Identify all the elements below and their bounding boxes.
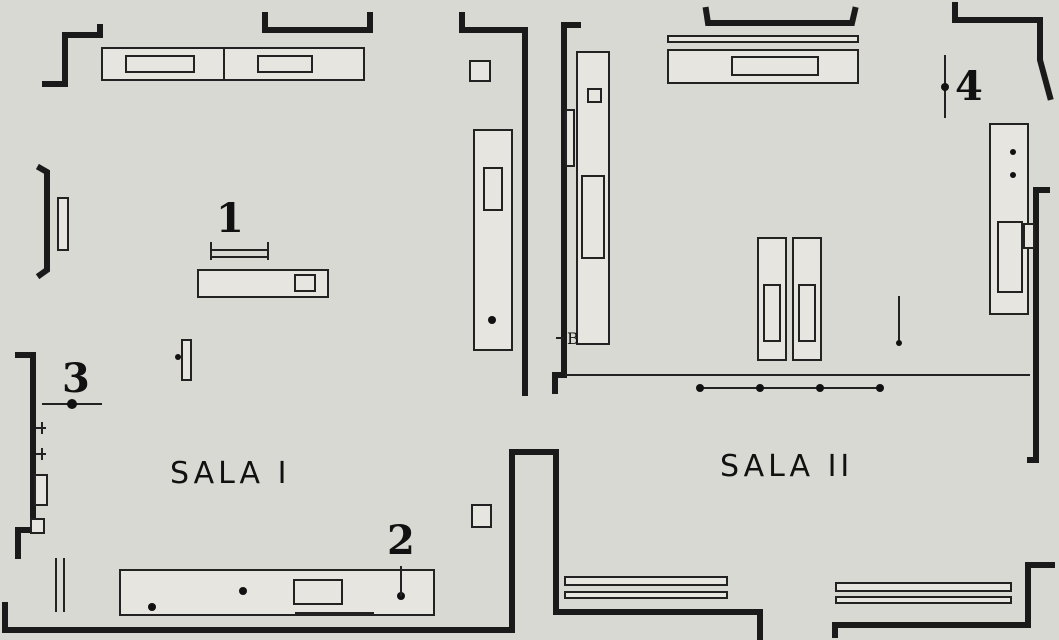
right-vitrine-tab	[1023, 223, 1035, 249]
labels: 1 2 3 4 B SALA I SALA II	[62, 63, 983, 564]
top-ledge	[667, 35, 859, 43]
room-label-sala-1: SALA I	[170, 456, 290, 491]
display-case-bottom	[119, 569, 435, 616]
tall-vitrine-left-inner	[581, 175, 605, 259]
marker-2: 2	[387, 517, 415, 564]
wall-sala2-left	[552, 22, 581, 394]
tall-vitrine-right	[473, 129, 513, 351]
wall-sala2-bottom-right	[832, 562, 1055, 638]
left-wall-strip	[565, 109, 575, 167]
wall-sala1-bottom	[2, 449, 551, 633]
bench-bottom-right	[835, 582, 1012, 592]
wall-fixture-2	[36, 448, 46, 460]
bench-bottom-left-2	[564, 591, 728, 599]
room-label-sala-2: SALA II	[720, 449, 853, 484]
marker-1: 1	[216, 195, 244, 242]
rope-post-3	[816, 384, 824, 392]
pedestal-dot	[175, 354, 181, 360]
bottom-dot-1	[148, 603, 156, 611]
marker-b: B	[567, 329, 579, 348]
right-vitrine-inner	[997, 221, 1023, 293]
wall-sala1-top-left	[42, 24, 103, 87]
wall-sala2-top-niche	[702, 6, 859, 26]
marker-4: 4	[955, 63, 983, 110]
wall-sala1-top-right	[459, 12, 528, 396]
item-4-dot	[941, 83, 949, 91]
rope-post-2	[756, 384, 764, 392]
bottom-dot-2	[239, 587, 247, 595]
bench-bottom-right-2	[835, 596, 1012, 604]
display-case-top-left-inner	[125, 55, 195, 73]
pedestal-small	[181, 339, 192, 381]
sculpture-dot	[488, 316, 496, 324]
display-case-top-right-inner	[257, 55, 313, 73]
rope-post-1	[696, 384, 704, 392]
display-case-bottom-inner	[293, 579, 343, 605]
display-case-top-inner	[731, 56, 819, 76]
central-display-table-inner	[294, 274, 316, 292]
small-cabinet-left	[587, 88, 602, 103]
twin-vitrine-left-inner	[763, 284, 781, 342]
post-dot	[896, 340, 902, 346]
wall-box-left	[30, 518, 45, 534]
wall-sala2-right	[1027, 187, 1050, 463]
rope-post-4	[876, 384, 884, 392]
wall-sala2-bottom-left	[545, 449, 763, 640]
wall-fixture-1	[36, 422, 46, 434]
wall-sala2-top-right	[952, 2, 1054, 101]
left-wall-panel	[57, 197, 69, 251]
twin-vitrine-right-inner	[798, 284, 816, 342]
right-vitrine-dot-1	[1010, 149, 1016, 155]
marker-3: 3	[62, 355, 90, 402]
bench-bottom-left	[564, 576, 728, 586]
viewpoint-dot	[67, 399, 77, 409]
floor-stripes-left	[55, 558, 65, 612]
bench-marker	[210, 242, 269, 260]
sala2-furniture	[556, 35, 1035, 604]
sala1-furniture	[30, 47, 513, 616]
small-cabinet-top	[469, 60, 491, 82]
wall-sala1-left-stub	[35, 163, 50, 280]
wall-case-left	[34, 474, 48, 506]
wall-sala1-top-middle	[262, 12, 373, 33]
right-vitrine-dot-2	[1010, 172, 1016, 178]
right-wall-panel	[471, 504, 492, 528]
tall-vitrine-right-inner	[483, 167, 503, 211]
